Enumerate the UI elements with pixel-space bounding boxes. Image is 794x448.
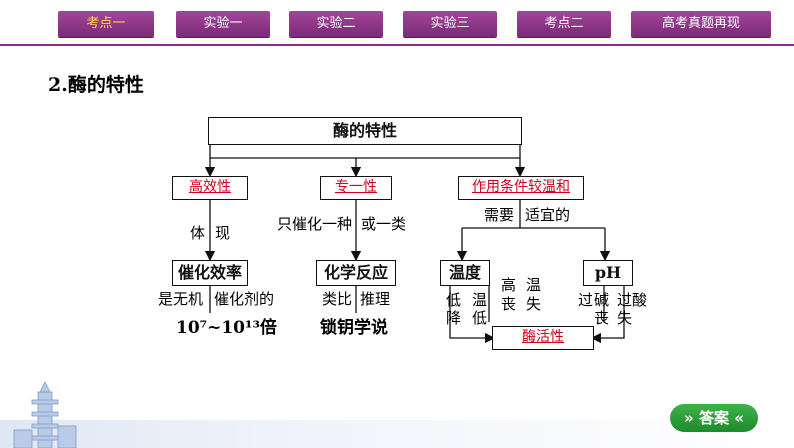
label-wen1: 温 [472,291,488,309]
node-enzyme-activity-label: 酶活性 [522,329,564,345]
label-analogy: 类比 [322,290,353,308]
answer-left-chevron-icon: » [684,409,694,427]
node-enzyme-activity: 酶活性 [492,326,594,350]
section-title: 2.酶的特性 [48,74,144,96]
label-lock-key: 锁钥学说 [320,318,388,338]
label-catalyst-of: 催化剂的 [214,290,275,308]
branch-specificity-label: 专一性 [335,179,377,195]
nav-tab-shiyan1[interactable]: 实验一 [176,11,270,37]
nav-tab-kaodian2[interactable]: 考点二 [517,11,611,37]
label-di: 低 [472,309,488,327]
nav-tab-shiyan3[interactable]: 实验三 [403,11,497,37]
branch-conditions-label: 作用条件较温和 [472,179,570,195]
label-shi2: 失 [617,309,633,327]
header-divider [0,44,794,46]
label-low: 低 [446,291,462,309]
label-jian: 碱 [594,291,610,309]
branch-specificity: 专一性 [320,176,392,200]
label-ratio: 10⁷~10¹³倍 [176,318,277,338]
label-reason: 推理 [360,290,391,308]
label-shi1: 失 [526,295,542,313]
answer-button[interactable]: » 答案 « [670,404,758,432]
node-ph: pH [583,260,633,286]
label-guo1: 过 [578,291,594,309]
node-temperature: 温度 [440,260,490,286]
root-node: 酶的特性 [208,117,522,145]
label-sang2: 丧 [594,309,610,327]
label-or-class: 或一类 [361,215,407,233]
label-suitable: 适宜的 [525,206,571,224]
label-jiang: 降 [446,309,462,327]
label-guo-suan: 过酸 [617,291,648,309]
label-gao: 高 [501,276,517,294]
branch-efficiency-label: 高效性 [189,179,231,195]
footer-decoration [0,420,794,448]
label-is-inorganic: 是无机 [158,290,204,308]
nav-tab-kaodian1[interactable]: 考点一 [58,11,154,37]
branch-conditions: 作用条件较温和 [458,176,584,200]
answer-right-chevron-icon: « [734,409,744,427]
label-ti: 体 [190,224,206,242]
label-xian: 现 [215,224,231,242]
top-navigation: 考点一 实验一 实验二 实验三 考点二 高考真题再现 [0,0,794,44]
node-catalysis-efficiency: 催化效率 [172,260,248,286]
branch-efficiency: 高效性 [172,176,248,200]
nav-tab-shiyan2[interactable]: 实验二 [289,11,383,37]
label-sang1: 丧 [501,295,517,313]
nav-tab-gaokao[interactable]: 高考真题再现 [631,11,771,37]
answer-button-label: 答案 [698,409,729,427]
label-wen2: 温 [526,276,542,294]
tower-illustration-icon [13,381,77,448]
label-need: 需要 [484,206,515,224]
label-only-catalyze: 只催化一种 [277,215,353,233]
node-chemical-reaction: 化学反应 [316,260,396,286]
